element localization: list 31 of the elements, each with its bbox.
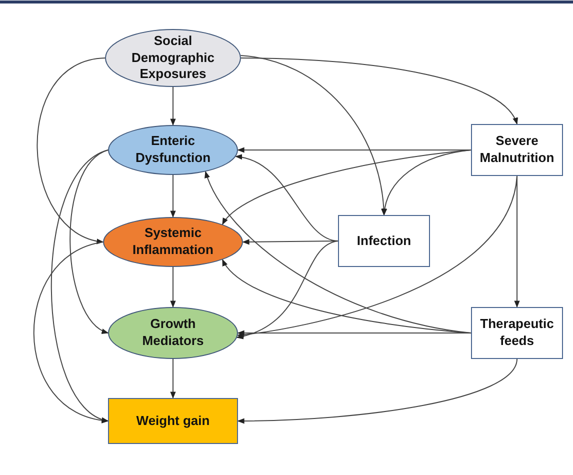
node-label: Severe Malnutrition [478,133,556,167]
rectangle-node [471,124,563,176]
arrow [242,239,338,245]
arrow [50,150,109,422]
arrow [170,358,176,399]
arrow [70,150,109,334]
arrow [237,358,518,424]
arrow [205,171,472,334]
node-label: Enteric Dysfunction [134,133,212,167]
arrow [170,86,176,126]
arrow [170,174,176,218]
arrow [237,147,472,153]
node-label: Infection [356,232,412,250]
node-label: Weight gain [136,412,210,430]
rectangle-node [338,215,430,267]
node-label: Therapeutic feeds [479,316,555,350]
arrow [36,58,106,244]
arrow [382,150,472,216]
arrow [240,58,518,125]
node-label: Social Demographic Exposures [130,32,216,84]
arrow [240,54,386,216]
arrow [237,176,518,338]
node-label: Systemic Inflammation [132,225,214,259]
arrow [222,150,472,225]
arrow [33,242,109,422]
arrow [236,240,338,339]
node-label: Growth Mediators [141,316,205,350]
arrow [237,330,472,336]
arrow [170,266,176,308]
rectangle-node [108,398,238,444]
rectangle-node [471,307,563,359]
